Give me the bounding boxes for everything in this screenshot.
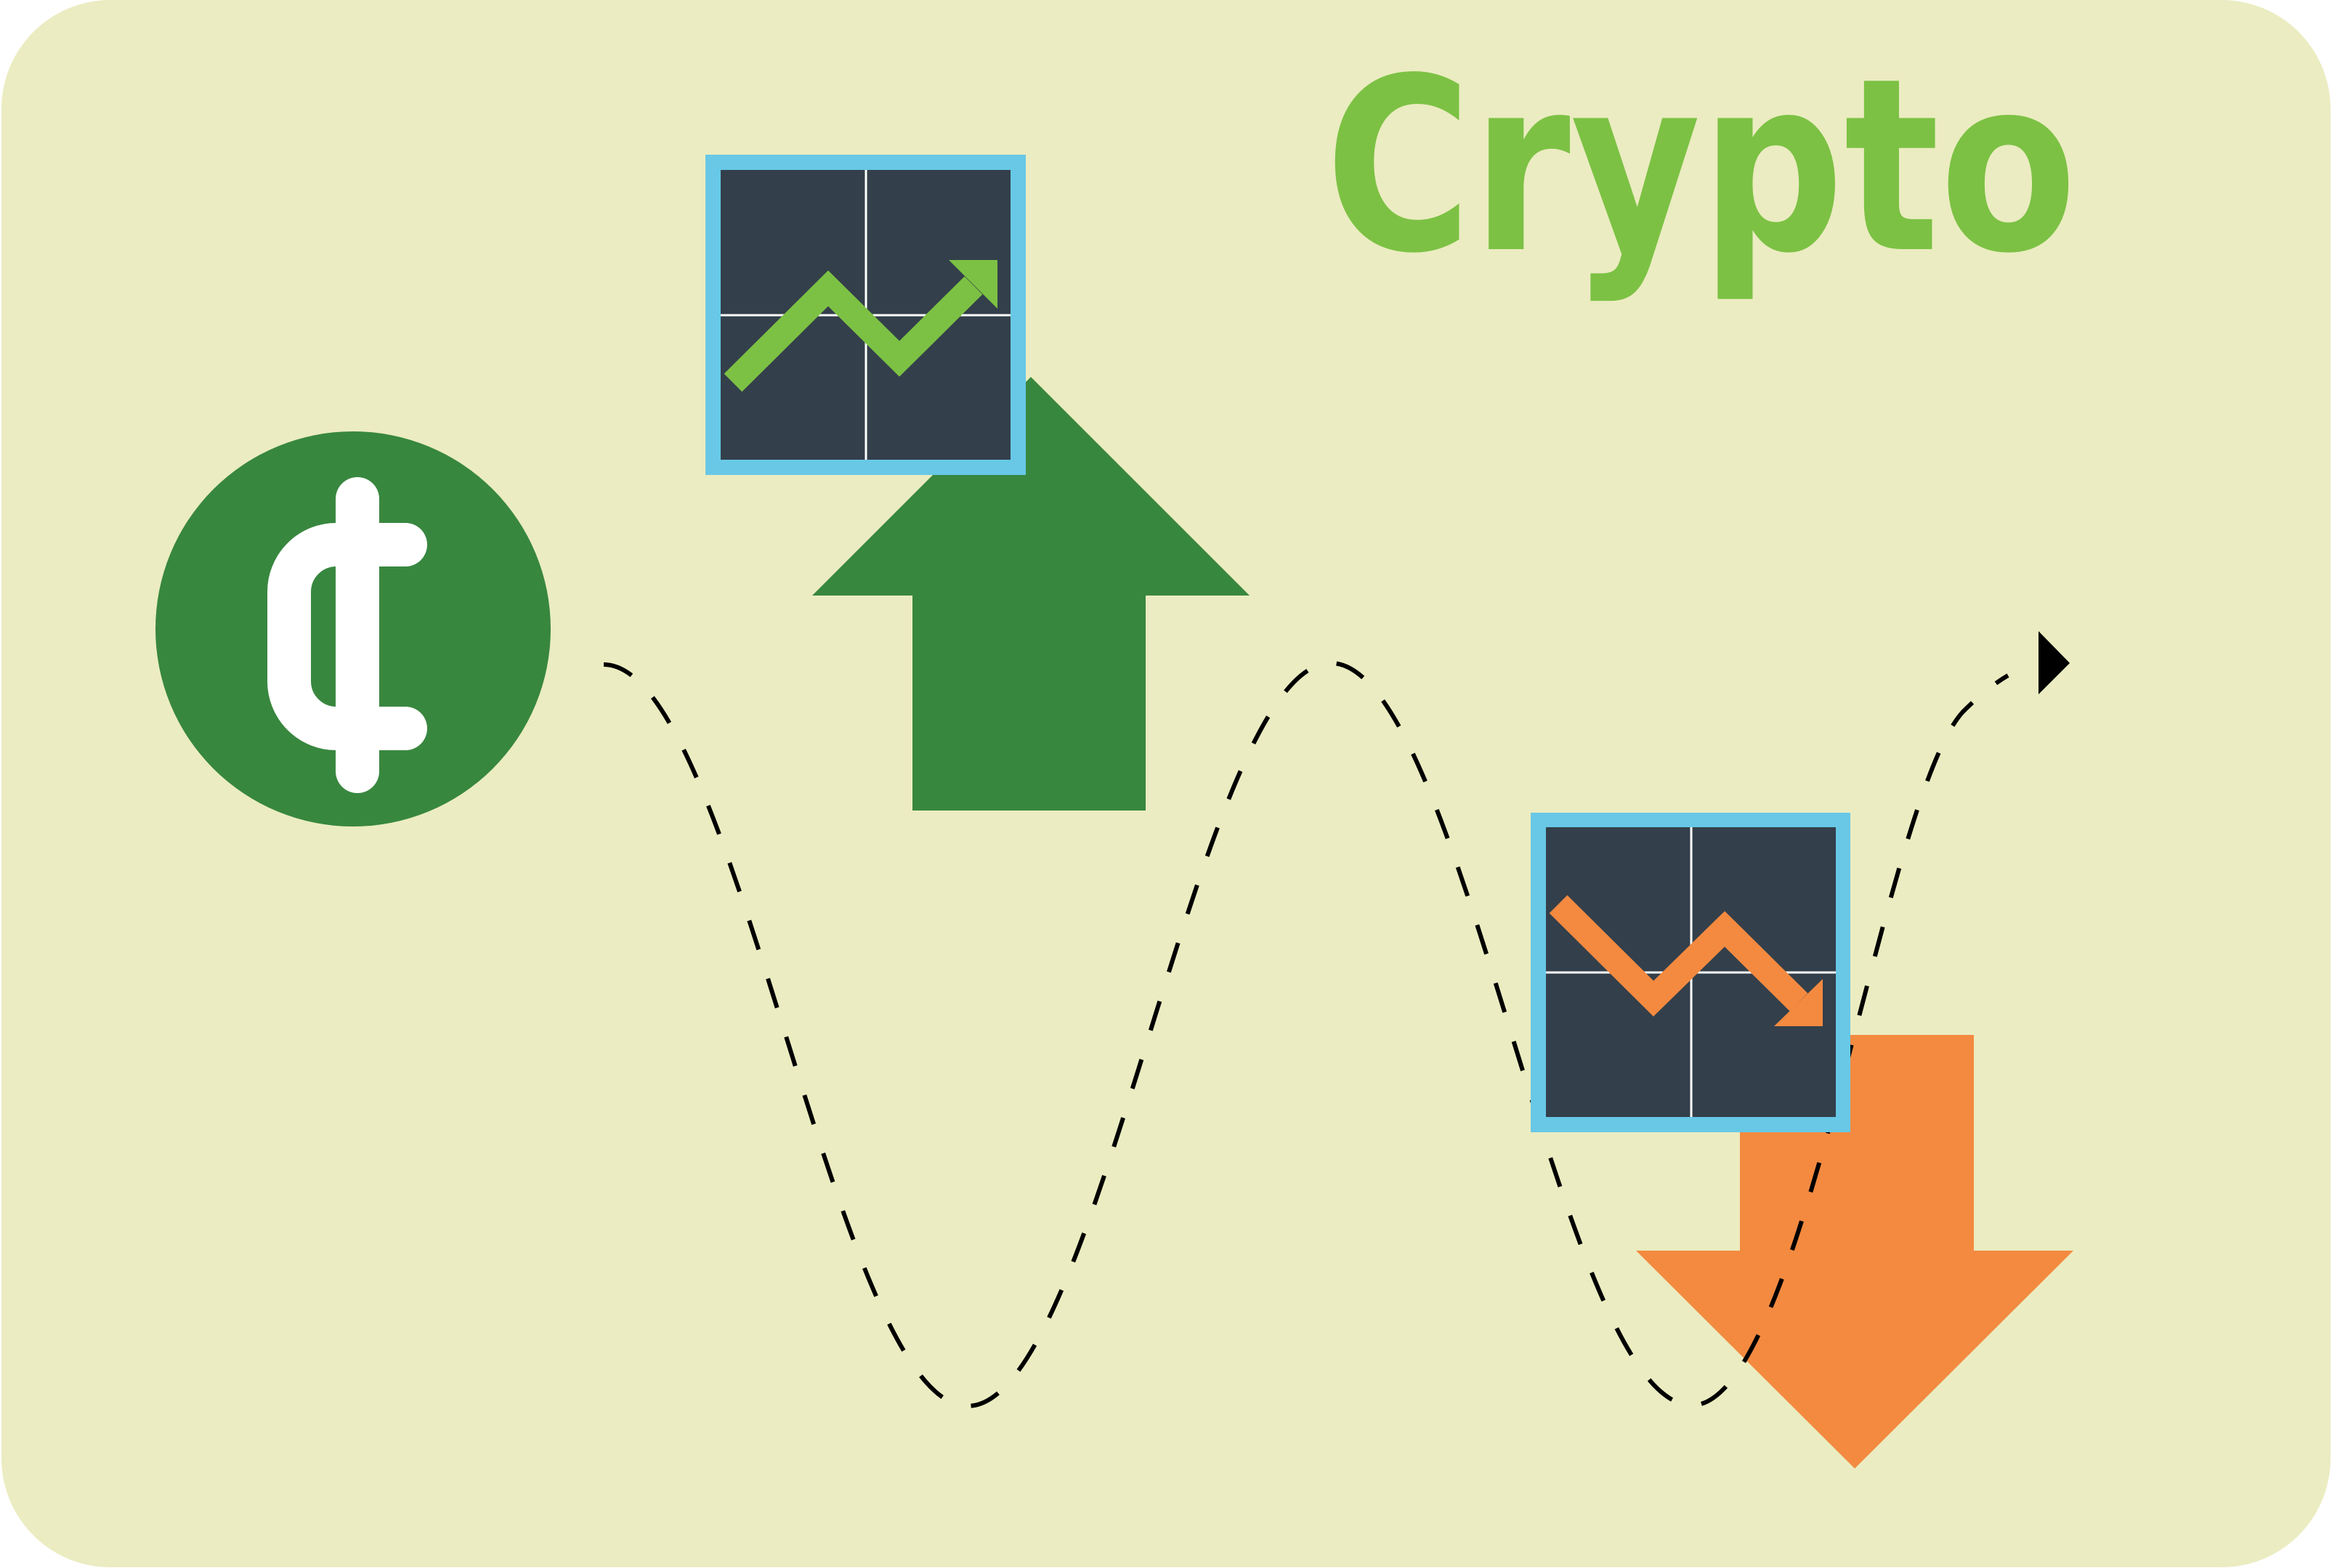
- falling-chart-icon: [1531, 813, 1850, 1132]
- trend-down-arrowhead-icon: [1774, 979, 1823, 1026]
- price-wave-curve: [603, 631, 2070, 1409]
- down-arrow-icon: [1636, 1035, 2073, 1469]
- rising-chart-icon: [705, 155, 1026, 475]
- cent-coin-icon: [155, 431, 551, 826]
- dashed-wave-line: [603, 660, 2009, 1409]
- trend-down-line: [1549, 895, 1808, 1017]
- page-title: Crypto: [1325, 27, 2077, 306]
- trend-up-arrowhead-icon: [949, 260, 997, 309]
- trend-up-line: [724, 270, 983, 392]
- up-arrow-icon: [812, 377, 1250, 811]
- wave-arrowhead-icon: [2039, 631, 2070, 694]
- cent-symbol-c: [267, 523, 427, 750]
